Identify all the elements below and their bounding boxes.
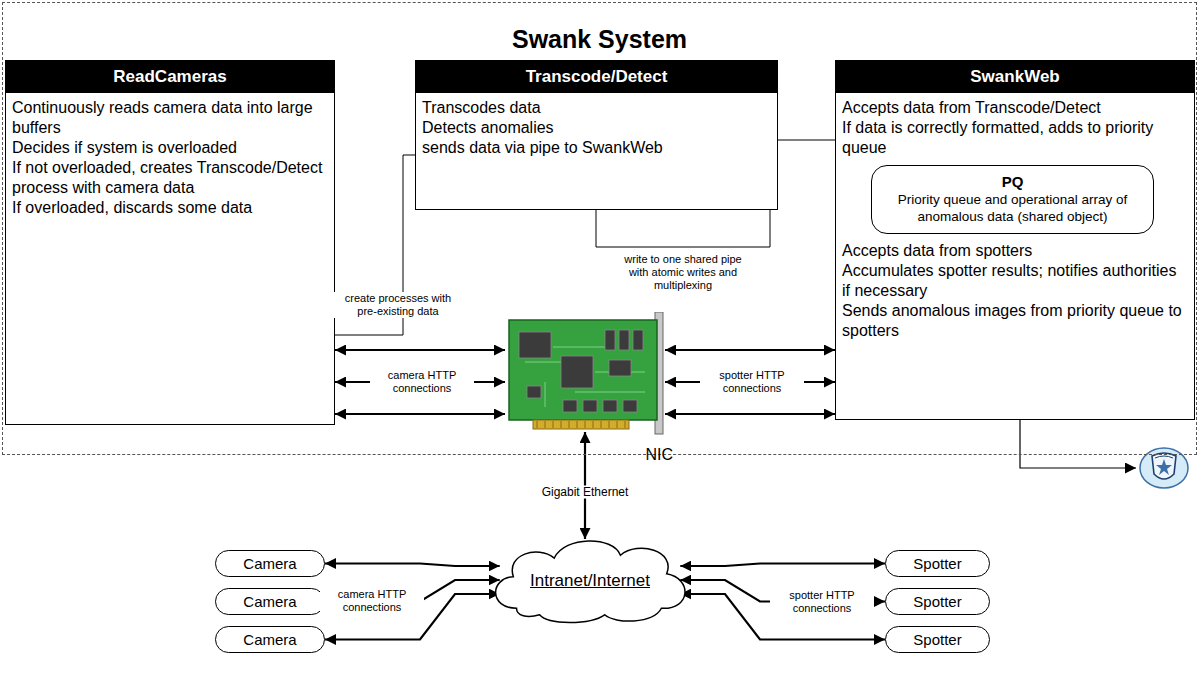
node-heading: Transcode/Detect: [416, 61, 777, 93]
node-heading: NIC: [645, 445, 675, 465]
node-heading: Camera: [243, 593, 296, 610]
spotter-node: Spotter: [885, 588, 990, 615]
process-box: Transcode/DetectTranscodes dataDetects a…: [415, 60, 778, 210]
camera-node: Camera: [215, 626, 325, 653]
node-text: Continuously reads camera data into larg…: [6, 98, 334, 138]
node-text: Accepts data from spotters: [836, 241, 1194, 261]
node-text: Sends anomalous images from priority que…: [836, 301, 1194, 341]
node-text: Transcodes data: [416, 98, 777, 118]
network-card: NIC: [505, 312, 675, 465]
connector: [325, 564, 500, 567]
connector-label: spotter HTTP connections: [700, 369, 804, 395]
shared-object-box: PQPriority queue and operational array o…: [871, 165, 1154, 234]
node-heading: Camera: [243, 555, 296, 572]
system-boundary: Swank SystemReadCamerasContinuously read…: [2, 2, 1197, 455]
node-text: If overloaded, discards some data: [6, 198, 334, 218]
process-box: ReadCamerasContinuously reads camera dat…: [5, 60, 335, 425]
notify-arrow: [1020, 420, 1136, 468]
camera-node: Camera: [215, 550, 325, 577]
node-heading: ReadCameras: [6, 61, 334, 93]
connector: [665, 349, 835, 351]
node-heading: Spotter: [913, 631, 961, 648]
connector-label: write to one shared pipe with atomic wri…: [611, 253, 755, 292]
connector-label: Gigabit Ethernet: [540, 486, 631, 499]
connector-label: camera HTTP connections: [320, 588, 424, 614]
node-heading: Intranet/Internet: [530, 571, 650, 591]
process-box: SwankWebAccepts data from Transcode/Dete…: [835, 60, 1195, 420]
node-text: Decides if system is overloaded: [6, 138, 334, 158]
node-text: If data is correctly formatted, adds to …: [836, 118, 1194, 158]
network-card-illustration: [505, 312, 667, 440]
node-text: Accepts data from Transcode/Detect: [836, 98, 1194, 118]
spotter-node: Spotter: [885, 550, 990, 577]
node-heading: Spotter: [913, 593, 961, 610]
node-heading: Spotter: [913, 555, 961, 572]
spotter-node: Spotter: [885, 626, 990, 653]
node-heading: Swank System: [3, 25, 1196, 54]
connector-label: create processes with pre-existing data: [334, 292, 463, 318]
connector-label: spotter HTTP connections: [770, 589, 874, 615]
node-heading: PQ: [882, 172, 1143, 191]
connector: [665, 413, 835, 415]
connector-label: camera HTTP connections: [370, 369, 474, 395]
camera-node: Camera: [215, 588, 325, 615]
node-text: Detects anomalies: [416, 118, 777, 138]
node-heading: SwankWeb: [836, 61, 1194, 93]
police-badge-icon: [1138, 446, 1190, 490]
connector: [335, 413, 505, 415]
node-text: Accumulates spotter results; notifies au…: [836, 261, 1194, 301]
node-text: sends data via pipe to SwankWeb: [416, 138, 777, 158]
node-text: If not overloaded, creates Transcode/Det…: [6, 158, 334, 198]
node-heading: Camera: [243, 631, 296, 648]
connector: [680, 564, 885, 567]
node-text: Priority queue and operational array of …: [882, 191, 1143, 225]
connector: [335, 349, 505, 351]
network-cloud: Intranet/Internet: [485, 532, 695, 625]
